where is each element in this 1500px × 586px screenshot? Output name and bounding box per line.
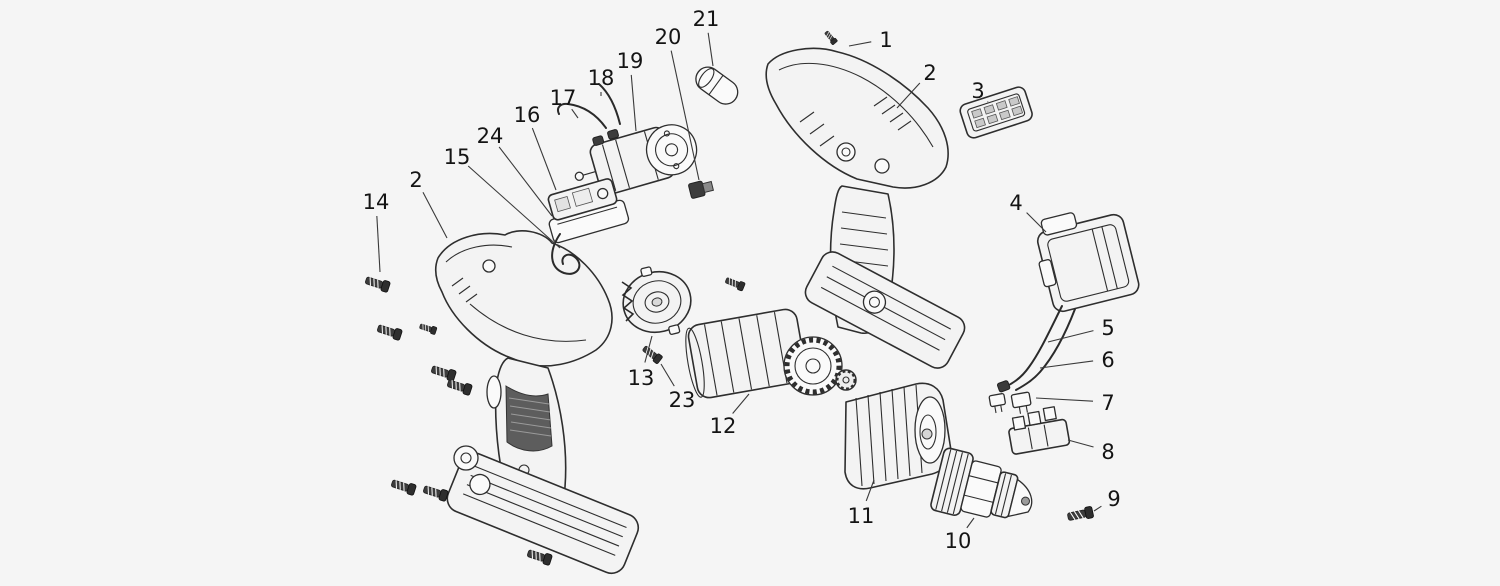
leader-line-12-19 — [732, 393, 750, 414]
leader-line-8-20 — [1067, 439, 1094, 448]
part-label-8-20: 8 — [1101, 440, 1114, 464]
leader-line-4-13 — [1026, 212, 1047, 233]
keypad-plate — [959, 86, 1033, 139]
screw — [525, 547, 554, 567]
leader-line-2-11 — [422, 192, 448, 239]
leader-line-5-14 — [1047, 330, 1094, 343]
chuck — [930, 447, 1033, 519]
terminal-contacts — [988, 391, 1032, 414]
wire-connector — [996, 380, 1011, 393]
part-label-4-13: 4 — [1009, 191, 1022, 215]
leader-line-10-23 — [966, 517, 975, 529]
leader-line-7-18 — [1035, 397, 1094, 402]
leader-line-23-17 — [660, 363, 675, 387]
leader-line-24-9 — [498, 146, 553, 217]
leader-line-13-16 — [644, 335, 653, 363]
terminal-block — [1008, 406, 1071, 455]
part-label-3-5: 3 — [971, 79, 984, 103]
drill-housing-right — [765, 47, 966, 369]
switch-wire — [551, 233, 581, 275]
leader-line-14-12 — [376, 215, 381, 273]
battery-pack — [1036, 212, 1140, 313]
screw — [445, 377, 474, 397]
part-label-16-8: 16 — [514, 103, 541, 127]
part-label-24-9: 24 — [477, 124, 504, 148]
connector-small — [688, 180, 715, 199]
part-label-9-21: 9 — [1107, 487, 1120, 511]
part-label-14-12: 14 — [363, 190, 390, 214]
clutch-plate — [622, 266, 692, 335]
motor-wire-1 — [557, 102, 607, 129]
part-label-18-6: 18 — [588, 66, 615, 90]
screw — [418, 321, 438, 336]
screw — [421, 483, 450, 503]
leader-line-2-3 — [896, 82, 921, 109]
battery-wire-upper — [1004, 305, 1063, 388]
grip-texture — [505, 385, 553, 452]
gearbox-screw — [723, 275, 746, 292]
part-label-20-2: 20 — [655, 25, 682, 49]
battery-wire-lower — [1015, 308, 1076, 391]
screw-9 — [1066, 505, 1095, 524]
part-label-21-0: 21 — [693, 7, 720, 31]
part-label-2-3: 2 — [923, 61, 936, 85]
leader-line-9-21 — [1093, 505, 1102, 512]
screw-23 — [640, 343, 664, 365]
part-label-10-23: 10 — [945, 529, 972, 553]
leader-line-20-2 — [670, 50, 700, 181]
output-gear — [783, 336, 857, 396]
forward-reverse-button — [482, 259, 496, 273]
part-label-7-18: 7 — [1101, 391, 1114, 415]
leader-line-1-1 — [848, 41, 872, 47]
pin-cylinder — [695, 66, 739, 105]
part-label-12-19: 12 — [710, 414, 737, 438]
part-label-11-22: 11 — [848, 504, 875, 528]
spring — [621, 281, 635, 322]
part-label-13-16: 13 — [628, 366, 655, 390]
screw — [375, 322, 404, 342]
part-label-5-14: 5 — [1101, 316, 1114, 340]
clutch-collar — [844, 382, 952, 490]
part-label-15-10: 15 — [444, 145, 471, 169]
part-label-6-15: 6 — [1101, 348, 1114, 372]
base-foot-left — [446, 452, 640, 575]
drill-housing-left — [434, 230, 640, 575]
leader-line-11-22 — [865, 479, 875, 502]
motor-wire-2 — [598, 83, 621, 125]
part-label-17-7: 17 — [550, 86, 577, 110]
switch-assembly — [547, 178, 630, 244]
gearbox — [685, 308, 807, 399]
screw — [389, 477, 418, 497]
leader-lines — [376, 32, 1102, 529]
leader-line-17-7 — [571, 108, 579, 119]
leader-line-21-0 — [707, 32, 714, 67]
base-foot-right — [804, 251, 966, 369]
leader-line-6-15 — [1039, 360, 1094, 369]
screw — [429, 363, 458, 383]
leader-line-15-10 — [467, 165, 561, 249]
foot-knob — [453, 445, 479, 471]
screw-1 — [823, 29, 839, 46]
trigger — [486, 375, 502, 409]
part-label-1-1: 1 — [879, 28, 892, 52]
leader-line-16-8 — [531, 127, 557, 191]
part-label-2-11: 2 — [409, 168, 422, 192]
leader-line-19-4 — [630, 74, 637, 132]
part-label-19-4: 19 — [617, 49, 644, 73]
part-label-23-17: 23 — [669, 388, 696, 412]
motor — [574, 124, 698, 196]
screw — [363, 274, 392, 294]
